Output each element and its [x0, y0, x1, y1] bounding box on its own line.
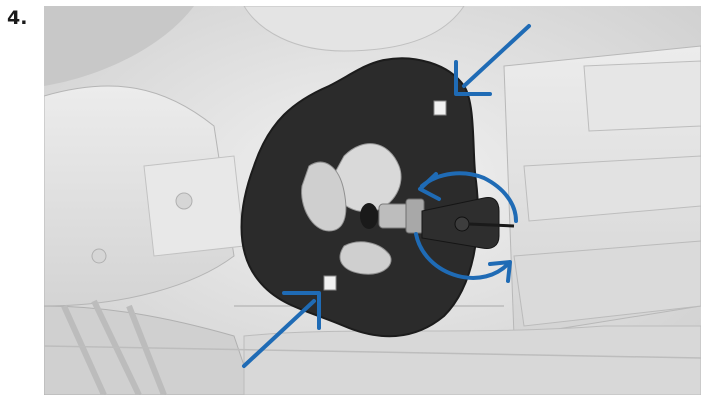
instruction-illustration — [44, 6, 701, 395]
step-number: 4. — [7, 9, 27, 28]
